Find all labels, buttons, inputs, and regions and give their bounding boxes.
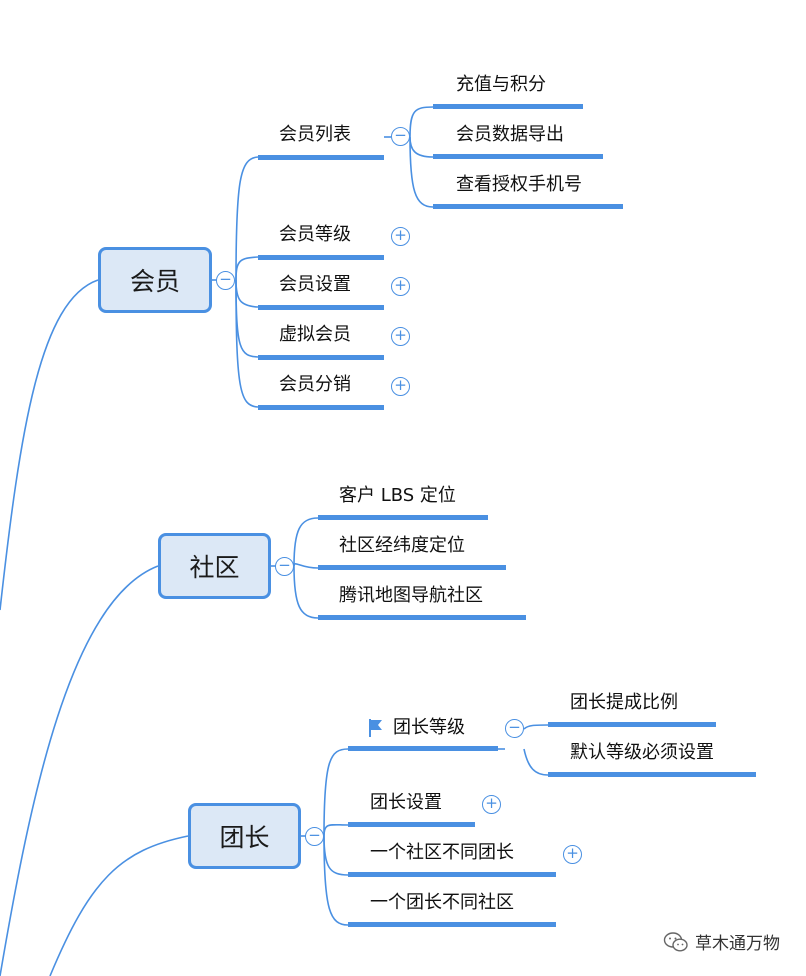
collapse-icon[interactable]: −	[505, 719, 524, 738]
expand-icon[interactable]: +	[563, 845, 582, 864]
collapse-icon[interactable]: −	[216, 271, 235, 290]
expand-icon[interactable]: +	[391, 327, 410, 346]
topic-community[interactable]: 社区	[158, 533, 271, 599]
subtopic-underline	[318, 615, 526, 620]
subtopic-recharge-points[interactable]: 充值与积分	[456, 74, 546, 95]
subtopic-latlng-location[interactable]: 社区经纬度定位	[339, 535, 465, 556]
subtopic-underline	[258, 305, 384, 310]
flag-icon	[369, 719, 382, 737]
subtopic-member-list[interactable]: 会员列表	[279, 124, 351, 145]
subtopic-underline	[433, 154, 603, 159]
subtopic-underline	[258, 255, 384, 260]
subtopic-lbs-location[interactable]: 客户 LBS 定位	[339, 485, 456, 506]
collapse-icon[interactable]: −	[305, 827, 324, 846]
subtopic-leader-level[interactable]: 团长等级	[393, 717, 465, 738]
expand-icon[interactable]: +	[391, 377, 410, 396]
subtopic-underline	[258, 405, 384, 410]
subtopic-default-level[interactable]: 默认等级必须设置	[570, 742, 714, 763]
expand-icon[interactable]: +	[482, 795, 501, 814]
subtopic-one-community[interactable]: 一个社区不同团长	[370, 842, 514, 863]
subtopic-underline	[258, 155, 384, 160]
subtopic-underline	[433, 104, 583, 109]
subtopic-underline	[348, 822, 475, 827]
subtopic-underline	[548, 772, 756, 777]
subtopic-underline	[258, 355, 384, 360]
collapse-icon[interactable]: −	[391, 127, 410, 146]
subtopic-tencent-map[interactable]: 腾讯地图导航社区	[339, 585, 483, 606]
subtopic-member-export[interactable]: 会员数据导出	[456, 124, 564, 145]
subtopic-member-level[interactable]: 会员等级	[279, 224, 351, 245]
collapse-icon[interactable]: −	[275, 557, 294, 576]
subtopic-virtual-member[interactable]: 虚拟会员	[279, 324, 351, 345]
subtopic-underline	[548, 722, 716, 727]
subtopic-underline	[348, 922, 556, 927]
subtopic-leader-settings[interactable]: 团长设置	[370, 792, 442, 813]
watermark: 草木通万物	[663, 929, 780, 954]
subtopic-member-settings[interactable]: 会员设置	[279, 274, 351, 295]
subtopic-member-distribution[interactable]: 会员分销	[279, 374, 351, 395]
watermark-text: 草木通万物	[695, 934, 780, 954]
subtopic-commission-rate[interactable]: 团长提成比例	[570, 692, 678, 713]
expand-icon[interactable]: +	[391, 227, 410, 246]
topic-member[interactable]: 会员	[98, 247, 212, 313]
subtopic-underline	[433, 204, 623, 209]
subtopic-underline	[318, 515, 488, 520]
wechat-icon	[663, 931, 688, 952]
subtopic-underline	[348, 746, 498, 751]
subtopic-underline	[348, 872, 556, 877]
subtopic-view-phone[interactable]: 查看授权手机号	[456, 174, 582, 195]
topic-leader[interactable]: 团长	[188, 803, 301, 869]
expand-icon[interactable]: +	[391, 277, 410, 296]
subtopic-underline	[318, 565, 506, 570]
subtopic-one-leader[interactable]: 一个团长不同社区	[370, 892, 514, 913]
